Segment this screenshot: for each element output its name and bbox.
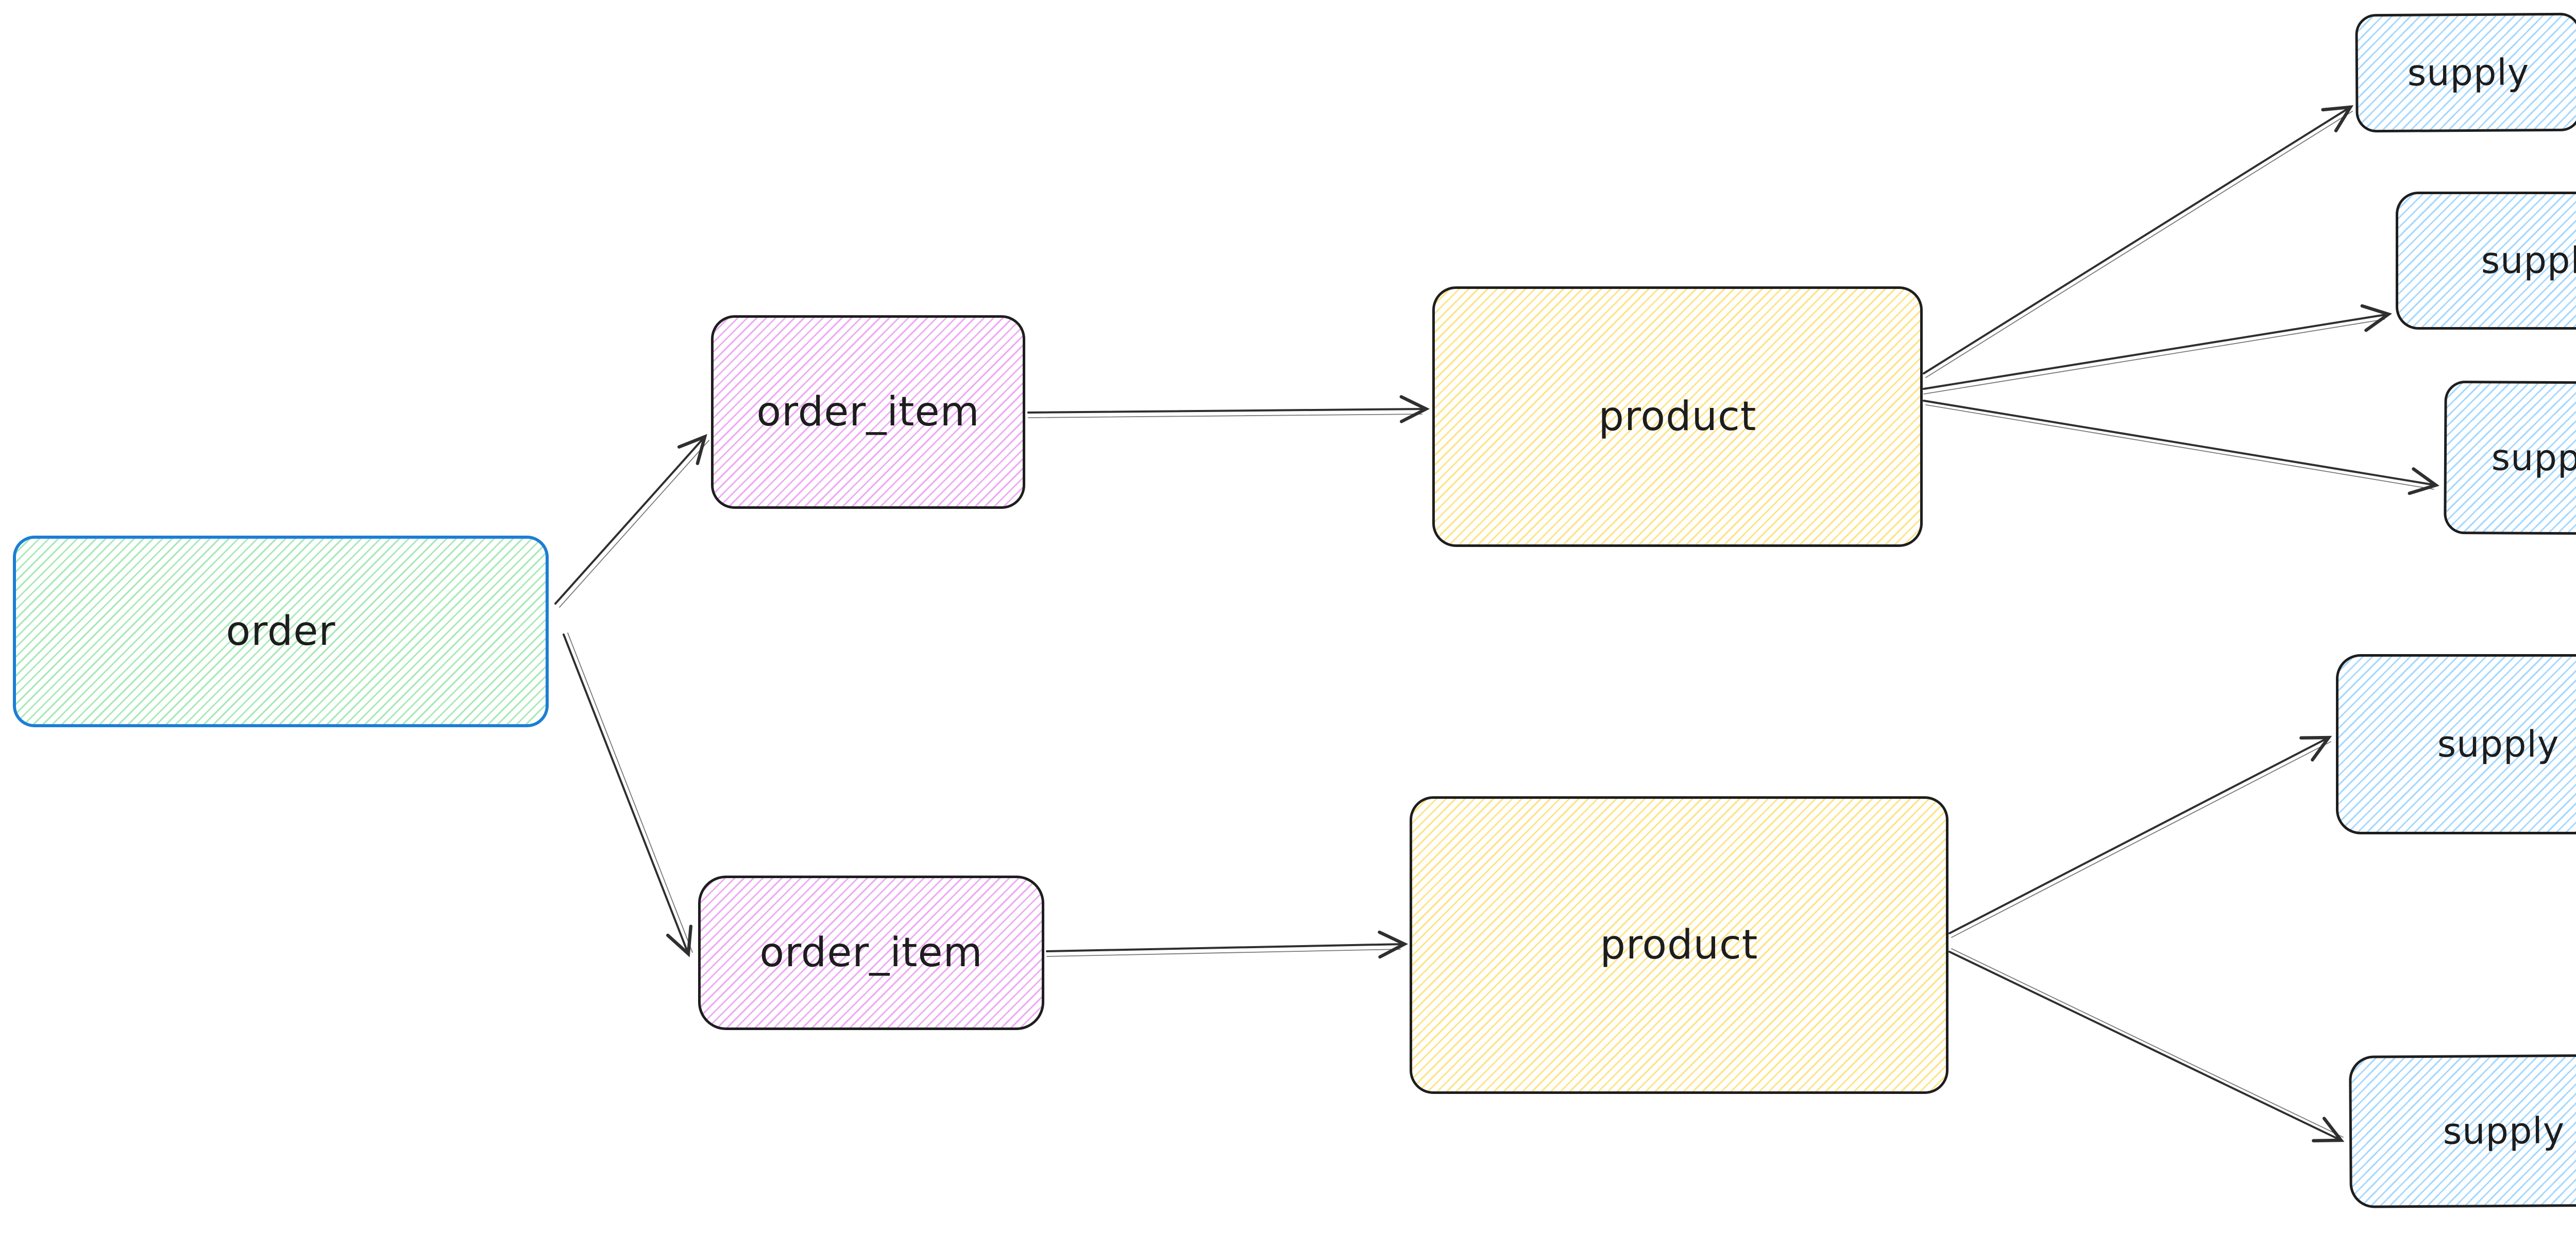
edge-product-2-to-supply-4[interactable] bbox=[1948, 735, 2332, 938]
node-order-item-1[interactable]: order_item bbox=[711, 315, 1025, 509]
node-supply-2[interactable]: supply bbox=[2396, 192, 2576, 330]
node-order-item-2-label: order_item bbox=[759, 930, 983, 976]
node-product-2-label: product bbox=[1600, 922, 1758, 968]
node-supply-1[interactable]: supply bbox=[2355, 12, 2576, 133]
node-supply-3[interactable]: supply bbox=[2444, 380, 2576, 536]
node-supply-4-label: supply bbox=[2437, 723, 2560, 765]
node-order-item-2[interactable]: order_item bbox=[698, 876, 1044, 1030]
node-supply-5[interactable]: supply bbox=[2349, 1054, 2576, 1208]
node-order-label: order bbox=[226, 608, 336, 655]
edge-order-item-1-to-product-1[interactable] bbox=[1027, 395, 1430, 423]
edge-product-1-to-supply-3[interactable] bbox=[1923, 400, 2440, 495]
node-product-1[interactable]: product bbox=[1432, 286, 1923, 547]
node-order-item-1-label: order_item bbox=[756, 389, 980, 435]
edge-order-to-order-item-1[interactable] bbox=[554, 434, 709, 608]
edge-product-1-to-supply-1[interactable] bbox=[1923, 105, 2354, 378]
node-product-1-label: product bbox=[1598, 393, 1757, 440]
edge-order-item-2-to-product-2[interactable] bbox=[1046, 930, 1409, 959]
node-product-2[interactable]: product bbox=[1410, 796, 1948, 1094]
edge-order-to-order-item-2[interactable] bbox=[563, 632, 693, 957]
node-supply-3-label: supply bbox=[2491, 436, 2576, 480]
node-supply-1-label: supply bbox=[2407, 51, 2530, 94]
node-supply-2-label: supply bbox=[2481, 239, 2576, 282]
edge-product-1-to-supply-2[interactable] bbox=[1923, 304, 2393, 395]
node-supply-4[interactable]: supply bbox=[2336, 654, 2576, 834]
node-supply-5-label: supply bbox=[2443, 1109, 2565, 1153]
edge-product-2-to-supply-5[interactable] bbox=[1948, 948, 2345, 1142]
node-order[interactable]: order bbox=[13, 536, 549, 727]
